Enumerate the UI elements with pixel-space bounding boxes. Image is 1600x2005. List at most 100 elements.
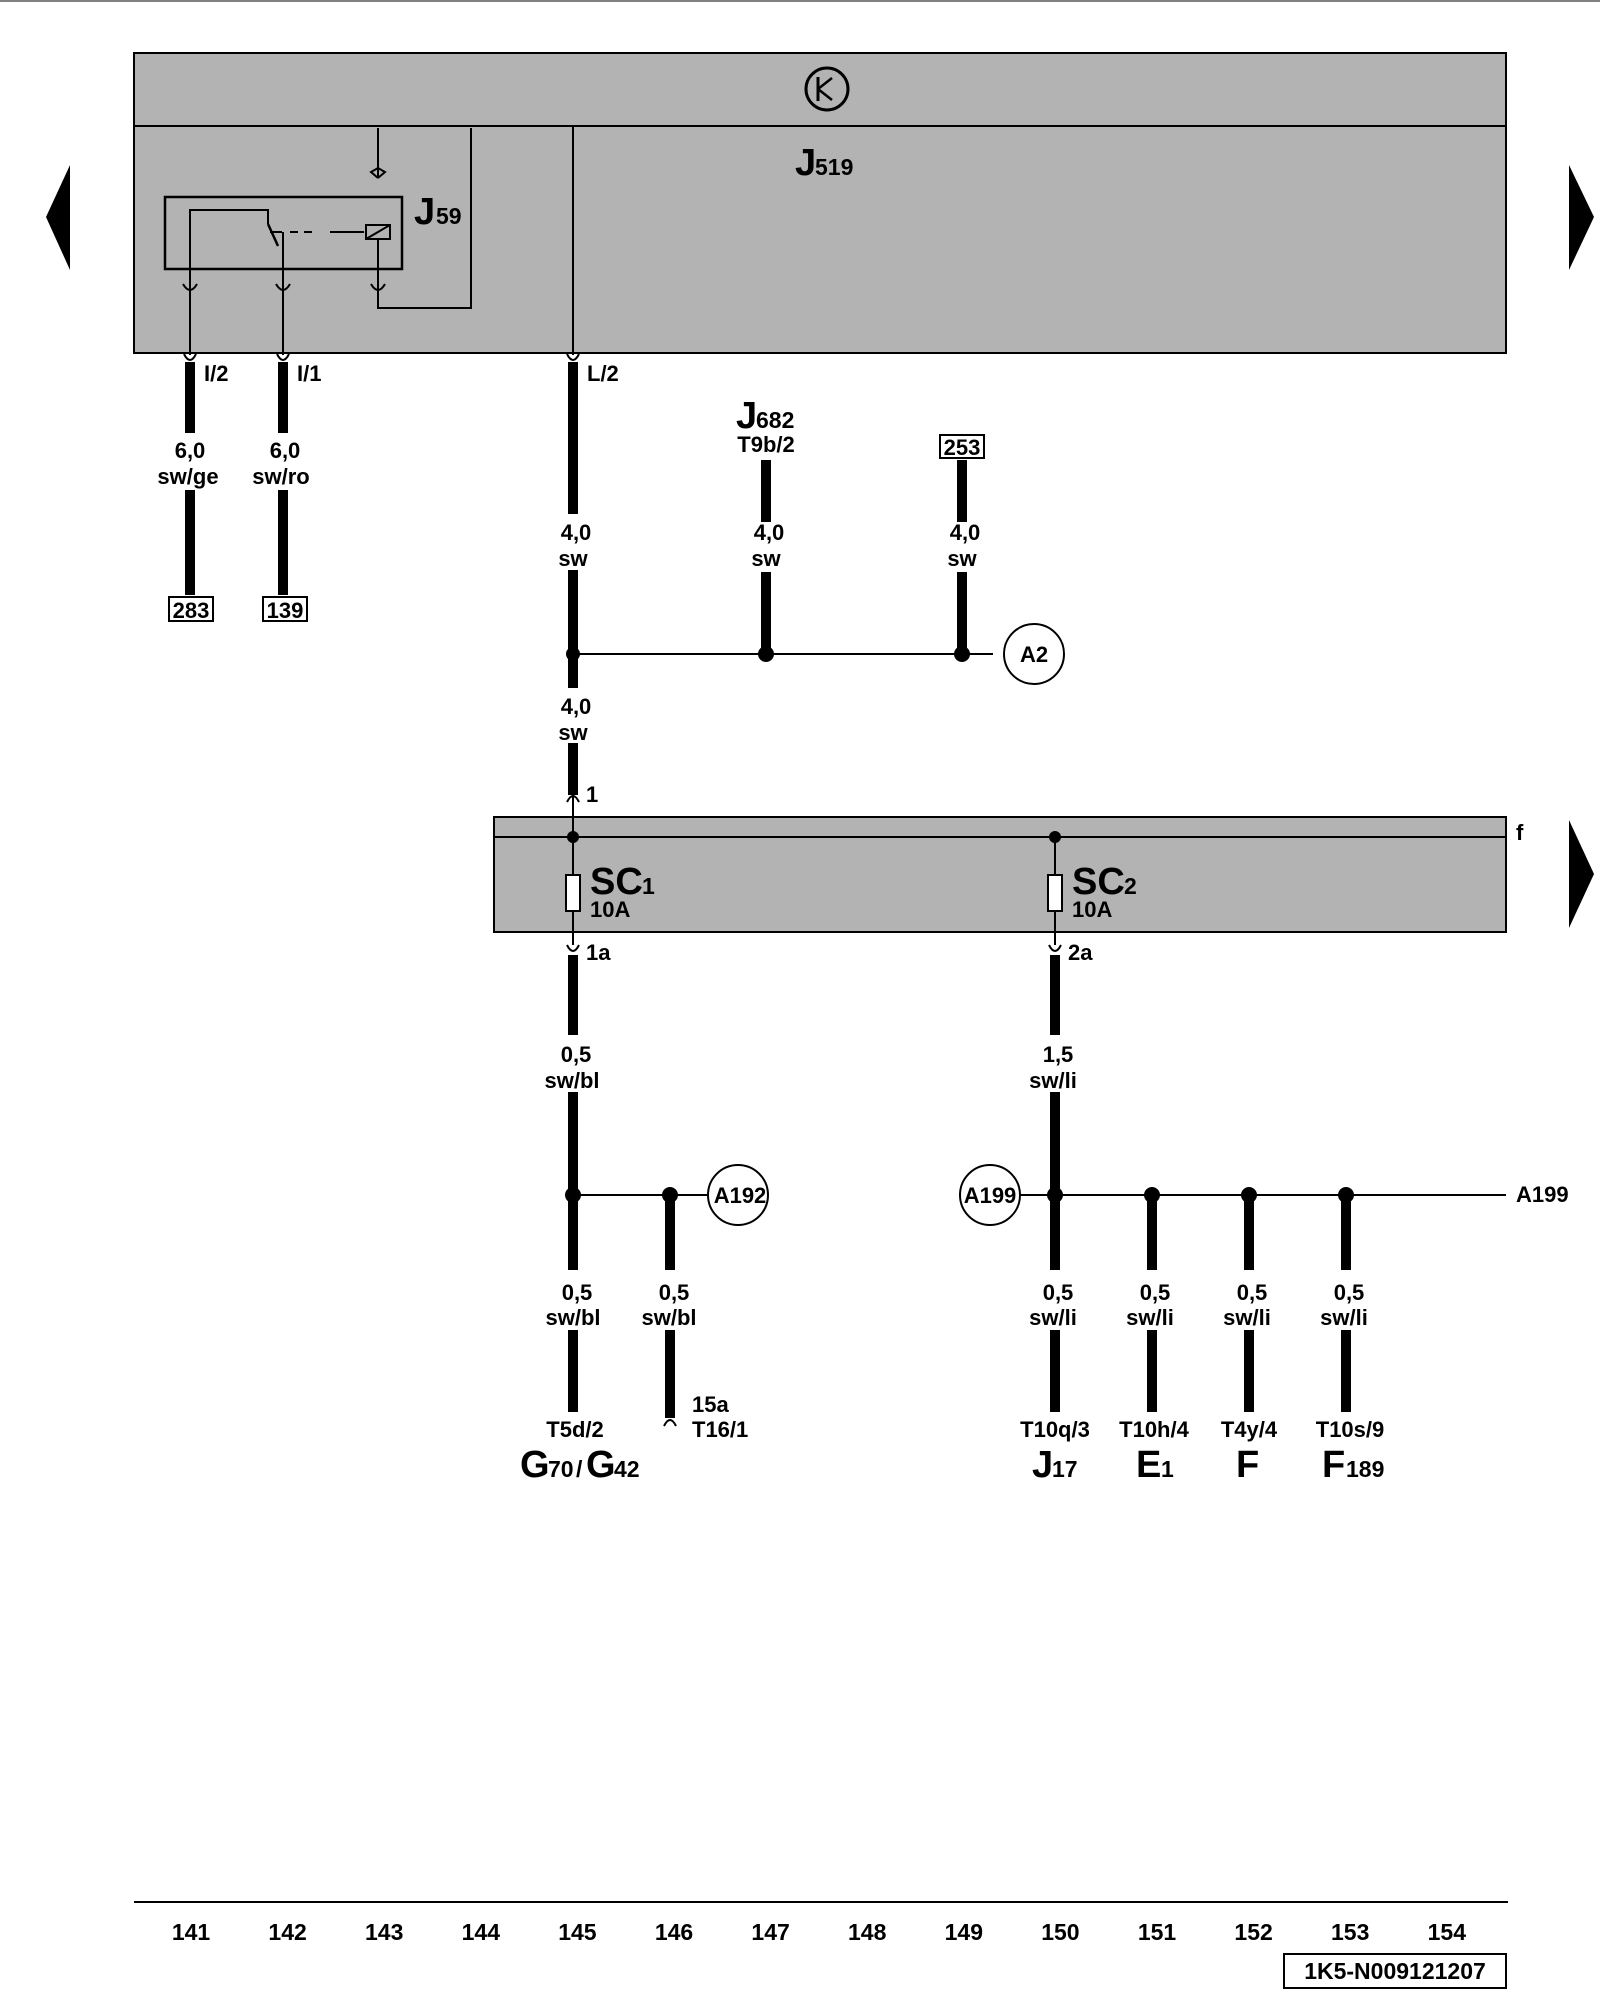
ruler-track: 152 [1234, 1919, 1272, 1945]
a199-continuation-label: A199 [1516, 1182, 1569, 1207]
connector-a192[interactable] [707, 1164, 769, 1226]
e1-subscript: 1 [1161, 1456, 1174, 1482]
pin-icon-i2 [183, 353, 197, 361]
transistor-icon [804, 66, 850, 112]
connector-a192-label[interactable]: A192 [714, 1183, 767, 1208]
g42-subscript: 42 [614, 1456, 640, 1482]
sc2-junction [1049, 831, 1061, 843]
j519-letter: J [795, 142, 816, 184]
pin-label-i2: I/2 [204, 361, 228, 386]
connector-a2-label[interactable]: A2 [1020, 642, 1048, 667]
wire-139: 6,0 sw/ro 139 [252, 362, 310, 623]
ruler-track: 146 [655, 1919, 693, 1945]
f189-subscript: 189 [1346, 1456, 1384, 1482]
branch-g70-pin: T5d/2 [546, 1417, 603, 1442]
transistor-icon-collector [817, 77, 833, 90]
wire-253-size: 4,0 [950, 520, 981, 545]
branch-f189-size: 0,5 [1334, 1280, 1365, 1305]
junction-a2-3 [954, 646, 970, 662]
pin-label-l2: L/2 [587, 361, 619, 386]
pin-label-i1: I/1 [297, 361, 321, 386]
next-page-arrow-icon[interactable] [1569, 165, 1594, 270]
ruler-track: 151 [1138, 1919, 1177, 1945]
g42-letter: G [586, 1444, 616, 1486]
ruler-track: 141 [172, 1919, 211, 1945]
sc1-junction [567, 831, 579, 843]
branch-f: 0,5 sw/li T4y/4 F [1221, 1195, 1278, 1486]
junction-a2-2 [758, 646, 774, 662]
relay-coil-diagonal [365, 224, 391, 240]
prev-page-arrow-icon[interactable] [46, 165, 70, 270]
next-page-arrow-icon-lower[interactable] [1569, 820, 1594, 928]
ref-253[interactable]: 253 [944, 435, 981, 460]
branch-g70: 0,5 sw/bl T5d/2 [545, 1195, 604, 1442]
sc2-out-pin: 2a [1068, 940, 1093, 965]
pin-icon-2a [1048, 944, 1062, 952]
ref-box-253[interactable] [939, 434, 985, 459]
sc2-subscript: 2 [1124, 873, 1137, 899]
junction-a2-1 [566, 647, 580, 661]
control-unit-j519: J 519 [133, 52, 1507, 354]
wire-139-color: sw/ro [252, 464, 309, 489]
wire-sc1-size: 0,5 [561, 1042, 592, 1067]
control-unit-box [133, 52, 1507, 354]
branch-f189-pin: T10s/9 [1316, 1417, 1385, 1442]
j682-branch: J 682 T9b/2 4,0 sw [736, 395, 795, 654]
ruler-track: 150 [1041, 1919, 1079, 1945]
wire-lower-color: sw [558, 720, 588, 745]
ref-283[interactable]: 283 [173, 598, 210, 623]
ref-139[interactable]: 139 [267, 598, 304, 623]
wire-sc1: 0,5 sw/bl [544, 955, 600, 1195]
wire-283: 6,0 sw/ge 283 [157, 362, 219, 623]
ruler: 141 142 143 144 145 146 147 148 149 150 … [172, 1919, 1466, 1945]
connector-a199-label[interactable]: A199 [964, 1183, 1017, 1208]
branch-g70-color: sw/bl [545, 1305, 600, 1330]
wire-283-size: 6,0 [175, 438, 206, 463]
ruler-track: 147 [751, 1919, 789, 1945]
ruler-track: 142 [268, 1919, 306, 1945]
branch-e1-pin: T10h/4 [1119, 1417, 1189, 1442]
branch-t16-pin-top: 15a [692, 1392, 729, 1417]
ruler-track: 148 [848, 1919, 887, 1945]
branch-t16: 0,5 sw/bl 15a T16/1 [641, 1195, 748, 1442]
doc-id: 1K5-N009121207 [1304, 1958, 1486, 1984]
plug-icon-t16 [663, 1419, 677, 1427]
wire-j682-color: sw [751, 546, 781, 571]
relay-contact-wire [189, 209, 269, 290]
e1-letter: E [1136, 1444, 1161, 1486]
fuse-sc1-icon [565, 874, 581, 912]
relay-j59: J 59 [163, 128, 472, 309]
branch-e1: 0,5 sw/li T10h/4 E 1 [1119, 1195, 1190, 1486]
g70-letter: G [520, 1444, 550, 1486]
branch-j17-color: sw/li [1029, 1305, 1077, 1330]
branch-t16-size: 0,5 [659, 1280, 690, 1305]
fuse-in-pin: 1 [586, 782, 598, 807]
fuse-box: f 1 SC 1 10A SC 2 10A 1a 2a [493, 782, 1524, 965]
j17-subscript: 17 [1052, 1456, 1078, 1482]
g-slash: / [576, 1456, 583, 1482]
transistor-icon-emitter [817, 88, 833, 101]
pin-icon-1a [566, 944, 580, 952]
wire-main-size: 4,0 [561, 520, 592, 545]
j59-letter: J [414, 191, 435, 233]
connector-a2[interactable] [1003, 623, 1065, 685]
branch-j17-pin: T10q/3 [1020, 1417, 1090, 1442]
sc1-out-pin: 1a [586, 940, 611, 965]
fuse-box-edge-label: f [1516, 820, 1524, 845]
branch-t16-color: sw/bl [641, 1305, 696, 1330]
branch-t16-pin: T16/1 [692, 1417, 748, 1442]
plug-icon-coil [370, 283, 386, 291]
sc1-letters: SC [590, 861, 643, 903]
j682-subscript: 682 [756, 407, 794, 433]
ruler-track: 154 [1428, 1919, 1467, 1945]
j17-letter: J [1032, 1444, 1053, 1486]
branch-f-pin: T4y/4 [1221, 1417, 1278, 1442]
ruler-track: 144 [462, 1919, 501, 1945]
wire-j682-size: 4,0 [754, 520, 785, 545]
branch-f189: 0,5 sw/li T10s/9 F 189 [1316, 1195, 1385, 1486]
wire-139-size: 6,0 [270, 438, 301, 463]
pin-icon-i1 [276, 353, 290, 361]
branch-f189-color: sw/li [1320, 1305, 1368, 1330]
ref-box-283[interactable] [168, 596, 214, 622]
ref-box-139[interactable] [262, 596, 308, 622]
